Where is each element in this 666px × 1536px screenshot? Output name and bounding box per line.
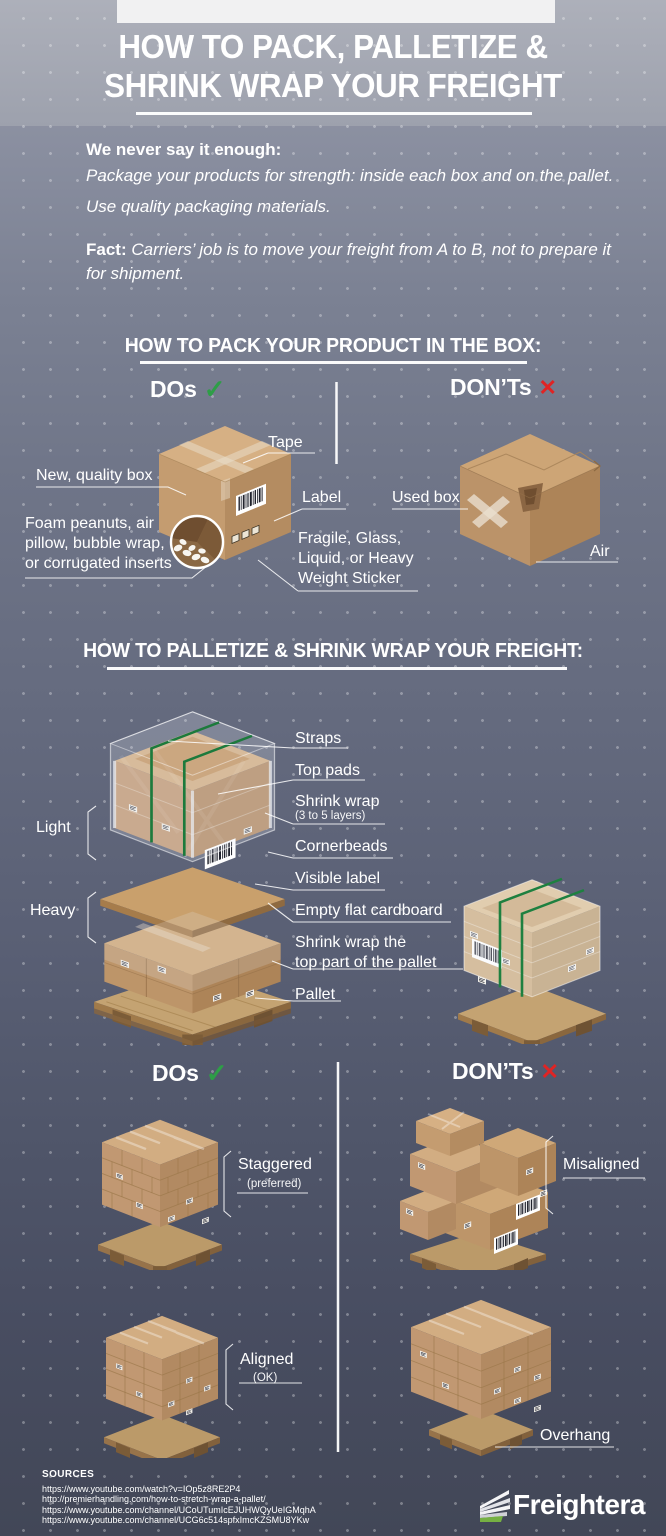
heavy-boxes bbox=[104, 911, 281, 1014]
label-staggered-note: (preferred) bbox=[247, 1178, 302, 1190]
label-cornerbeads: Cornerbeads bbox=[295, 838, 388, 855]
label-heavy: Heavy bbox=[30, 902, 76, 919]
pallet bbox=[104, 1414, 220, 1458]
sources-heading: SOURCES bbox=[42, 1469, 95, 1480]
sources-block: SOURCES https://www.youtube.com/watch?v=… bbox=[42, 1469, 316, 1526]
overhang-pallet-illustration bbox=[410, 1299, 552, 1457]
section-box-title: HOW TO PACK YOUR PRODUCT IN THE BOX: bbox=[124, 335, 542, 357]
tape-strip bbox=[179, 441, 254, 473]
label-air: Air bbox=[590, 543, 610, 560]
intro-fact: Fact: Carriers’ job is to move your frei… bbox=[86, 238, 634, 286]
source-link: https://www.youtube.com/watch?v=IOp5z8RE… bbox=[42, 1483, 241, 1494]
section-pallet-title: HOW TO PALLETIZE & SHRINK WRAP YOUR FREI… bbox=[83, 640, 583, 662]
wrapped-pallet-illustration bbox=[458, 877, 606, 1044]
pallet bbox=[458, 985, 606, 1044]
section-box-underline bbox=[140, 361, 527, 364]
empty-flat-cardboard bbox=[100, 867, 285, 938]
staggered-boxes bbox=[101, 1119, 219, 1228]
donts-header-box: DON’Ts✕ bbox=[450, 374, 557, 401]
pallet bbox=[98, 1221, 222, 1270]
label-sticker: Fragile, Glass, Liquid, or Heavy Weight … bbox=[298, 530, 414, 587]
label-top-pads: Top pads bbox=[295, 762, 360, 779]
brand-wordmark: Freightera bbox=[513, 1489, 645, 1520]
label-shrink-wrap: Shrink wrap bbox=[295, 793, 380, 810]
fact-label: Fact: bbox=[86, 240, 127, 259]
tape-x bbox=[472, 496, 510, 528]
label-light: Light bbox=[36, 819, 71, 836]
lower-shrink-wrap bbox=[104, 911, 281, 992]
label-staggered: Staggered bbox=[238, 1156, 312, 1173]
wrapped-load bbox=[463, 877, 601, 998]
freightera-logo-icon bbox=[480, 1490, 510, 1522]
label-shrink-top: Shrink wrap the top part of the pallet bbox=[295, 934, 437, 971]
light-boxes-wrapped bbox=[109, 711, 276, 870]
dos-label: DOs bbox=[150, 376, 197, 402]
source-link: https://www.youtube.com/channel/UCoUTumI… bbox=[42, 1504, 316, 1515]
label-foam: Foam peanuts, air pillow, bubble wrap, o… bbox=[25, 515, 172, 572]
donts-label: DON’Ts bbox=[452, 1058, 534, 1084]
straps bbox=[498, 877, 585, 997]
pallet-stack-illustration bbox=[94, 711, 291, 1046]
source-link: https://www.youtube.com/channel/UCG6c514… bbox=[42, 1515, 310, 1525]
aligned-pallet-illustration bbox=[104, 1315, 220, 1458]
label-aligned: Aligned bbox=[240, 1351, 294, 1368]
label-empty-cardboard: Empty flat cardboard bbox=[295, 902, 443, 919]
dos-label: DOs bbox=[152, 1060, 199, 1086]
label-overhang: Overhang bbox=[540, 1427, 611, 1444]
label-visible-label: Visible label bbox=[295, 870, 381, 887]
label-misaligned: Misaligned bbox=[563, 1156, 640, 1173]
label-tape: Tape bbox=[268, 434, 303, 451]
pallet bbox=[410, 1232, 546, 1270]
label-straps: Straps bbox=[295, 730, 342, 747]
x-icon: ✕ bbox=[540, 1059, 559, 1084]
aligned-boxes bbox=[105, 1315, 219, 1421]
box-right bbox=[530, 466, 600, 566]
page-title: HOW TO PACK, PALLETIZE & SHRINK WRAP YOU… bbox=[17, 27, 650, 105]
donts-label: DON’Ts bbox=[450, 374, 532, 400]
label-label: Label bbox=[302, 489, 342, 506]
top-tab bbox=[117, 0, 555, 23]
label-used-box: Used box bbox=[392, 489, 460, 506]
donts-header-pallet: DON’Ts✕ bbox=[452, 1058, 559, 1085]
overhanging-boxes bbox=[410, 1299, 552, 1419]
section-pallet-underline bbox=[107, 667, 567, 670]
title-line-2: SHRINK WRAP YOUR FREIGHT bbox=[104, 67, 562, 104]
label-shrink-wrap-note: (3 to 5 layers) bbox=[295, 810, 366, 822]
staggered-pallet-illustration bbox=[98, 1119, 222, 1270]
misaligned-pallet-illustration bbox=[400, 1108, 556, 1270]
dos-header-pallet: DOs✓ bbox=[152, 1058, 227, 1089]
label-aligned-note: (OK) bbox=[253, 1372, 278, 1384]
tape-strip bbox=[196, 441, 271, 473]
label-new-box: New, quality box bbox=[36, 467, 153, 484]
foam-peanuts-inset bbox=[171, 516, 223, 568]
intro-line-2: Use quality packaging materials. bbox=[86, 197, 331, 216]
dos-header-box: DOs✓ bbox=[150, 374, 225, 405]
fragile-stickers bbox=[231, 524, 260, 544]
label-pallet: Pallet bbox=[295, 986, 336, 1003]
title-underline bbox=[136, 112, 532, 115]
check-icon: ✓ bbox=[205, 1058, 228, 1088]
source-link: http://premierhandling.com/how-to-stretc… bbox=[42, 1494, 266, 1504]
donts-box-illustration bbox=[459, 434, 601, 566]
intro-line-1: Package your products for strength: insi… bbox=[86, 166, 614, 185]
box-right bbox=[225, 454, 291, 560]
fact-text: Carriers’ job is to move your freight fr… bbox=[86, 240, 612, 283]
title-line-1: HOW TO PACK, PALLETIZE & bbox=[118, 28, 548, 65]
x-icon: ✕ bbox=[538, 375, 557, 400]
misaligned-boxes bbox=[400, 1108, 556, 1254]
check-icon: ✓ bbox=[203, 374, 226, 404]
dos-box-illustration bbox=[158, 426, 292, 570]
intro-lead: We never say it enough: bbox=[86, 140, 282, 159]
